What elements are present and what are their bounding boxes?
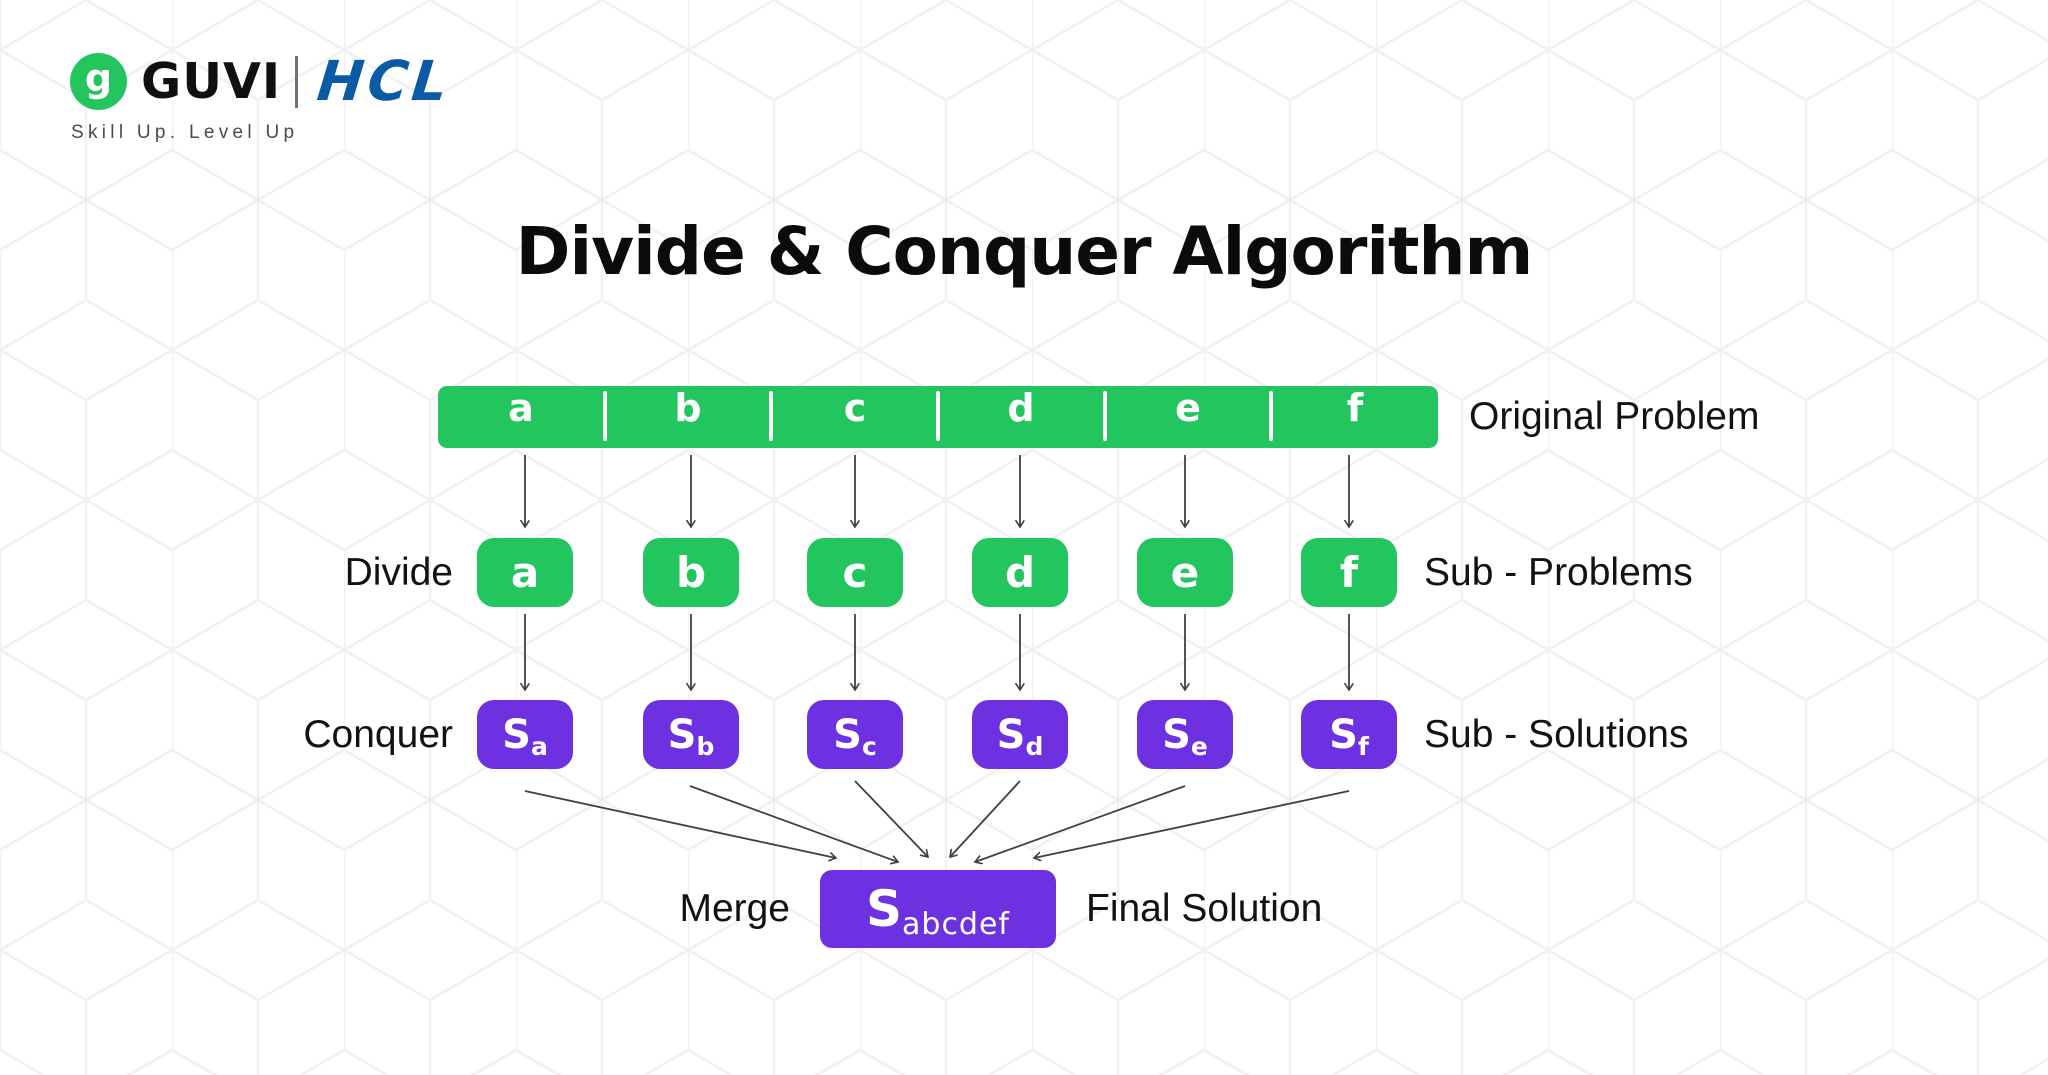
page-title: Divide & Conquer Algorithm xyxy=(515,213,1534,290)
bar-segment-e: e xyxy=(1175,386,1201,430)
logo-tagline: Skill Up. Level Up xyxy=(71,122,299,143)
solution-symbol: S xyxy=(502,711,531,758)
sub-problem-c: c xyxy=(807,538,903,607)
final-solution-label: Final Solution xyxy=(1086,887,1323,930)
hcl-wordmark: HCL xyxy=(314,49,455,113)
solution-symbol: S xyxy=(996,711,1026,758)
divide-step-label: Divide xyxy=(344,551,453,594)
sub-problem-d: d xyxy=(972,538,1068,607)
guvi-logo-letter: g xyxy=(84,55,113,100)
solution-symbol: S xyxy=(1162,711,1191,758)
guvi-logo-icon: g xyxy=(70,53,127,110)
sub-solutions-label: Sub - Solutions xyxy=(1424,713,1689,756)
solution-subscript: d xyxy=(1025,732,1044,761)
logo-divider xyxy=(295,56,298,108)
bar-separator xyxy=(936,391,940,441)
bar-segment-c: c xyxy=(843,386,867,430)
bar-separator xyxy=(603,391,607,441)
sub-problem-b: b xyxy=(643,538,739,607)
solution-symbol: S xyxy=(833,711,862,758)
merge-step-label: Merge xyxy=(679,887,790,930)
bar-separator xyxy=(1103,391,1107,441)
sub-problem-a: a xyxy=(477,538,573,607)
sub-problems-label: Sub - Problems xyxy=(1424,551,1693,594)
solution-subscript: f xyxy=(1357,732,1369,761)
bar-segment-a: a xyxy=(508,386,534,430)
final-solution-subscript: abcdef xyxy=(902,906,1010,942)
solution-symbol: S xyxy=(1329,711,1358,758)
bar-separator xyxy=(1269,391,1273,441)
original-problem-label: Original Problem xyxy=(1469,395,1760,438)
final-solution-symbol: S xyxy=(866,880,903,938)
sub-problem-e: e xyxy=(1137,538,1233,607)
sub-problem-f: f xyxy=(1301,538,1397,607)
solution-subscript: c xyxy=(861,732,877,761)
bar-segment-f: f xyxy=(1346,386,1364,430)
guvi-wordmark: GUVI xyxy=(141,53,282,110)
conquer-step-label: Conquer xyxy=(303,713,453,756)
solution-subscript: b xyxy=(696,732,715,761)
solution-symbol: S xyxy=(667,711,697,758)
solution-subscript: a xyxy=(530,732,548,761)
bar-segment-d: d xyxy=(1007,386,1035,430)
bar-separator xyxy=(769,391,773,441)
solution-subscript: e xyxy=(1190,732,1208,761)
bar-segment-b: b xyxy=(674,386,702,430)
